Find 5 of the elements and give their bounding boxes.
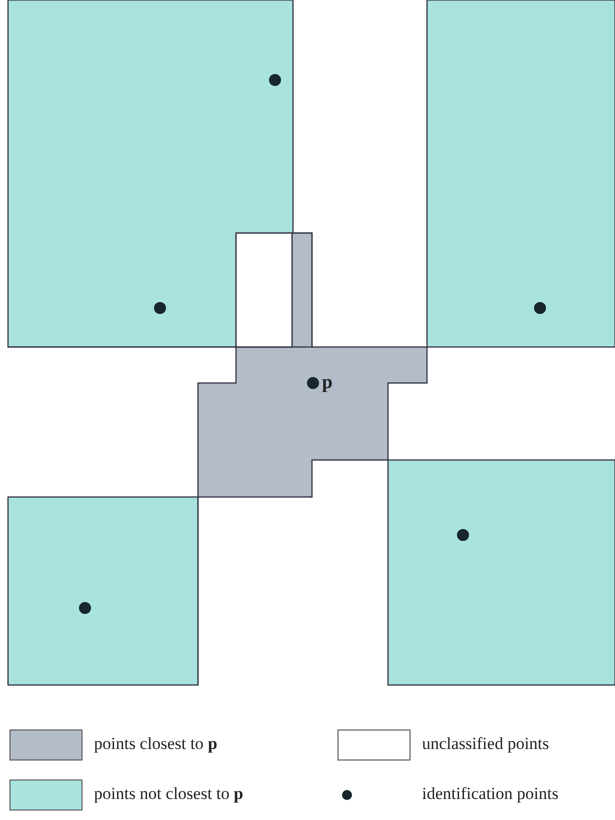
legend-label: unclassified points [422,734,550,754]
legend-label: identification points [422,784,558,804]
point-label: p [322,372,333,394]
legend-label: points closest to p [94,734,218,754]
legend-label: points not closest to p [94,784,244,804]
